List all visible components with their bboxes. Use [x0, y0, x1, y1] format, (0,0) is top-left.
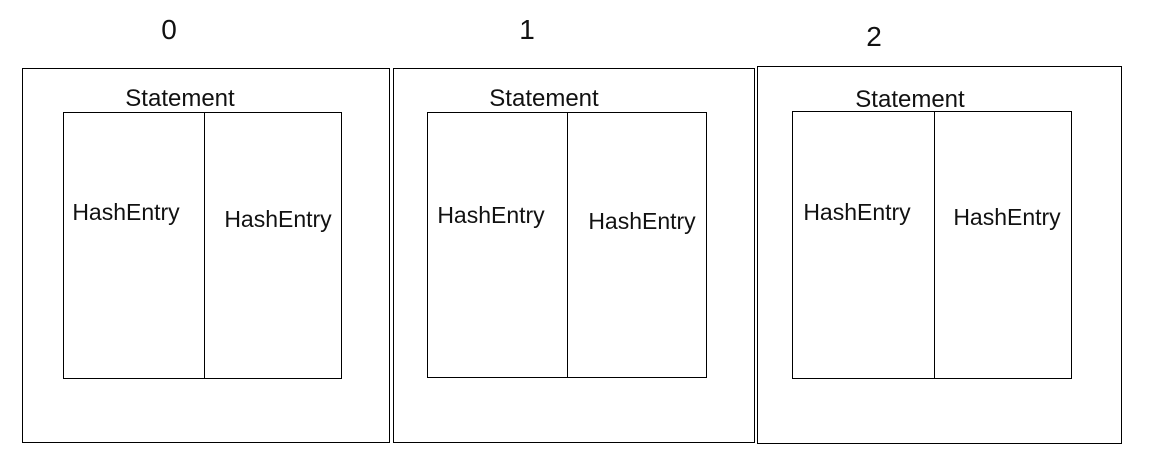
- bucket-2-hash-entry-label-right: HashEntry: [953, 204, 1061, 230]
- bucket-1-statement-label: Statement: [489, 85, 599, 112]
- bucket-0-hash-entry-cell-right: HashEntry: [205, 113, 341, 378]
- bucket-2-index-label: 2: [866, 21, 882, 52]
- bucket-2-hash-entry-cell-right: HashEntry: [935, 112, 1071, 378]
- bucket-2-hash-entry-label-left: HashEntry: [803, 199, 911, 225]
- bucket-1-hash-entry-label-left: HashEntry: [437, 202, 545, 228]
- bucket-2-statement-label: Statement: [855, 86, 965, 113]
- bucket-1-statement-container: HashEntry HashEntry: [427, 112, 707, 378]
- bucket-0-hash-entry-label-left: HashEntry: [72, 199, 180, 225]
- bucket-0-statement-container: HashEntry HashEntry: [63, 112, 342, 379]
- bucket-1-hash-entry-cell-left: HashEntry: [428, 113, 568, 377]
- bucket-0-index-label: 0: [161, 14, 177, 45]
- bucket-1-hash-entry-cell-right: HashEntry: [568, 113, 706, 377]
- bucket-1-index-label: 1: [519, 14, 535, 45]
- bucket-0-statement-label: Statement: [125, 85, 235, 112]
- bucket-0-hash-entry-label-right: HashEntry: [224, 206, 332, 232]
- bucket-0-hash-entry-cell-left: HashEntry: [64, 113, 205, 378]
- bucket-2-hash-entry-cell-left: HashEntry: [793, 112, 935, 378]
- bucket-1-hash-entry-label-right: HashEntry: [588, 208, 696, 234]
- bucket-2-statement-container: HashEntry HashEntry: [792, 111, 1072, 379]
